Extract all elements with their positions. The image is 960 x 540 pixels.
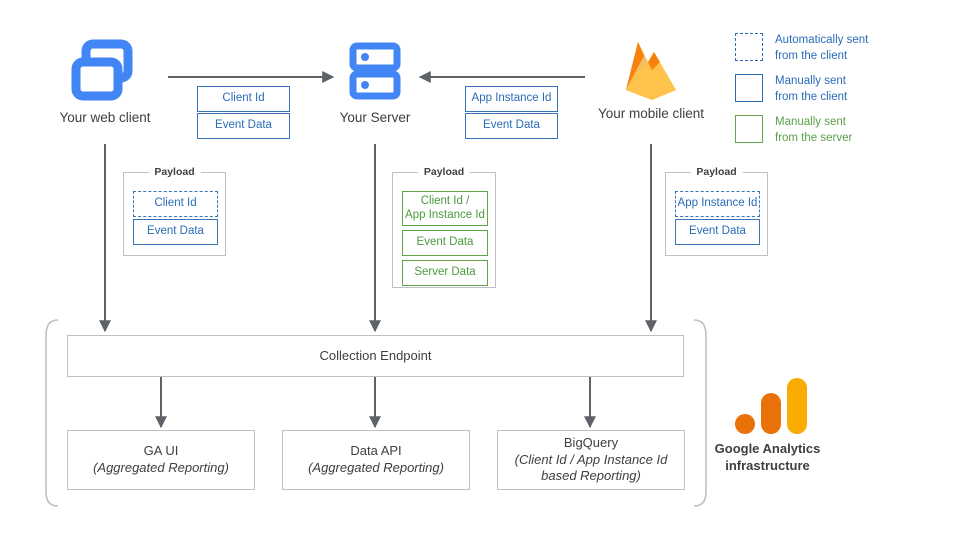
transit-tag-app-instance-id: App Instance Id <box>465 86 558 112</box>
web-client-label: Your web client <box>59 110 151 125</box>
collection-endpoint-label: Collection Endpoint <box>319 347 432 363</box>
ga-infrastructure-caption-line2: infrastructure <box>725 457 810 473</box>
payload-server-item-server-data: Server Data <box>402 260 488 286</box>
web-client-icon <box>71 39 133 101</box>
transit-tag-event-data-mobile: Event Data <box>465 113 558 139</box>
legend-manual-server-line2: from the server <box>775 131 853 144</box>
node-mobile-client: Your mobile client <box>586 34 716 121</box>
server-icon <box>349 42 401 100</box>
legend-manual-client-line2: from the client <box>775 90 848 103</box>
bracket-right <box>693 319 707 507</box>
legend-manual-server-line1: Manually sent <box>775 116 846 128</box>
collection-endpoint-box: Collection Endpoint <box>67 335 684 377</box>
output-bigquery-title: BigQuery <box>563 435 619 451</box>
output-box-data-api: Data API (Aggregated Reporting) <box>282 430 470 490</box>
legend-item-manual-client: Manually sent from the client <box>735 74 950 108</box>
output-ga-ui-subtitle: (Aggregated Reporting) <box>93 460 229 475</box>
payload-web: Payload Client Id Event Data <box>123 166 226 256</box>
bracket-left <box>45 319 59 507</box>
output-ga-ui-title: GA UI <box>143 443 179 459</box>
payload-server-item-event-data: Event Data <box>402 230 488 256</box>
legend-auto-client-line2: from the client <box>775 49 848 62</box>
payload-web-item-event-data: Event Data <box>133 219 218 245</box>
server-label: Your Server <box>339 110 411 125</box>
node-server: Your Server <box>315 38 435 125</box>
output-box-ga-ui: GA UI (Aggregated Reporting) <box>67 430 255 490</box>
google-analytics-icon <box>735 378 807 434</box>
output-bigquery-subtitle: (Client Id / App Instance Id based Repor… <box>514 451 668 484</box>
node-web-client: Your web client <box>45 38 165 125</box>
transit-tag-event-data: Event Data <box>197 113 290 139</box>
output-data-api-subtitle: (Aggregated Reporting) <box>308 460 444 475</box>
payload-server: Payload Client Id / App Instance Id Even… <box>392 166 496 288</box>
payload-server-title: Payload <box>417 166 471 178</box>
payload-mobile: Payload App Instance Id Event Data <box>665 166 768 256</box>
payload-mobile-item-app-instance-id: App Instance Id <box>675 191 760 217</box>
output-box-bigquery: BigQuery (Client Id / App Instance Id ba… <box>497 430 685 490</box>
payload-server-item-ids: Client Id / App Instance Id <box>402 191 488 226</box>
payload-web-title: Payload <box>148 166 201 178</box>
legend-item-auto-client: Automatically sent from the client <box>735 33 950 67</box>
payload-mobile-item-event-data: Event Data <box>675 219 760 245</box>
mobile-client-label: Your mobile client <box>597 106 705 121</box>
legend-manual-client-line1: Manually sent <box>775 75 846 87</box>
firebase-icon <box>626 42 676 100</box>
legend: Automatically sent from the client Manua… <box>735 33 950 149</box>
legend-item-manual-server: Manually sent from the server <box>735 115 950 149</box>
legend-swatch-dashed-blue <box>735 33 763 61</box>
legend-auto-client-line1: Automatically sent <box>775 34 869 46</box>
payload-mobile-title: Payload <box>690 166 743 178</box>
ga-infrastructure-caption-line1: Google Analytics <box>714 441 821 456</box>
ga-infrastructure-block: Google Analytics infrastructure <box>705 375 830 475</box>
output-data-api-title: Data API <box>350 443 402 459</box>
transit-tag-client-id: Client Id <box>197 86 290 112</box>
payload-web-item-client-id: Client Id <box>133 191 218 217</box>
legend-swatch-solid-green <box>735 115 763 143</box>
legend-swatch-solid-blue <box>735 74 763 102</box>
